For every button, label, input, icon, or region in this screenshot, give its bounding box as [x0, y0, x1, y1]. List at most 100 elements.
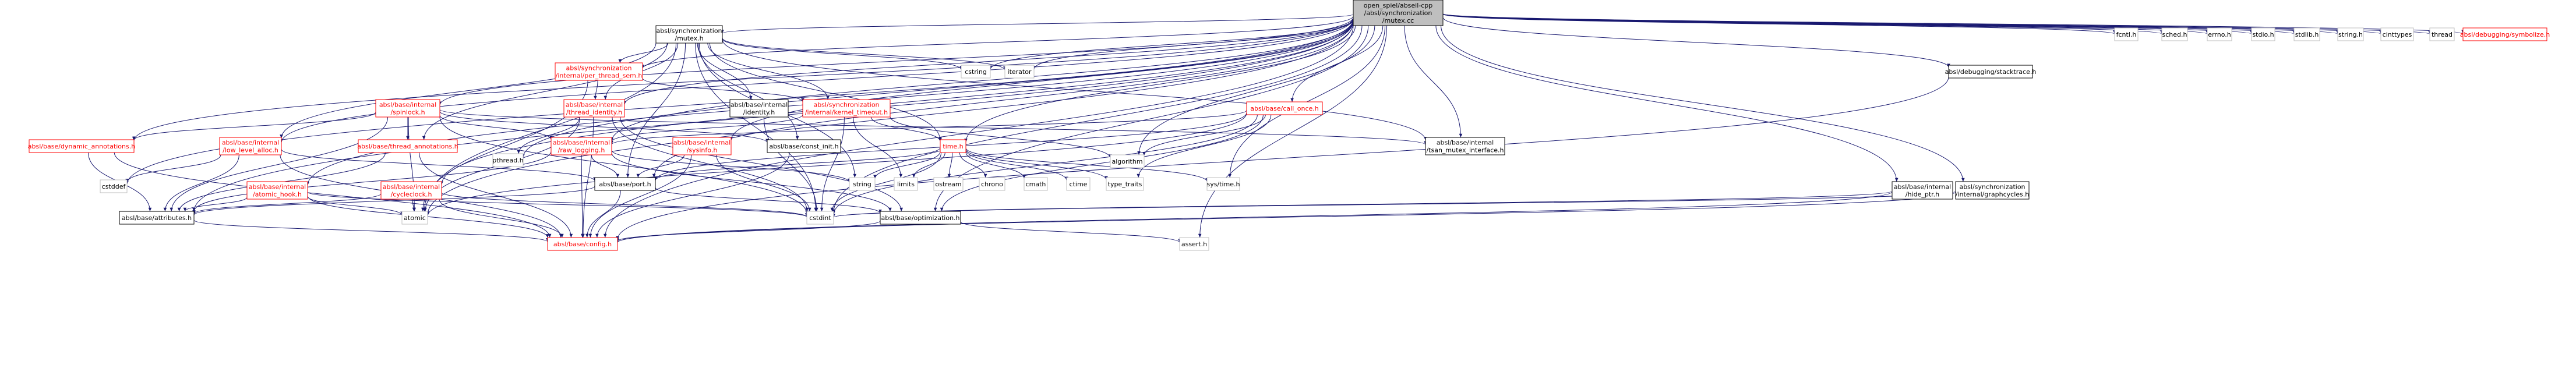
- edge-root-to-sysinfo: [729, 21, 1354, 141]
- node-cycleclock[interactable]: absl/base/internal/cycleclock.h: [380, 181, 442, 200]
- edge-thread_identity-to-cstdint: [612, 116, 809, 212]
- node-stacktrace[interactable]: absl/debugging/stacktrace.h: [1945, 65, 2037, 79]
- node-stdio[interactable]: stdio.h: [2251, 27, 2275, 41]
- edge-root-to-cstdint: [832, 25, 1363, 213]
- node-optimization[interactable]: absl/base/optimization.h: [880, 211, 961, 225]
- node-const_init[interactable]: absl/base/const_init.h: [767, 139, 841, 153]
- node-label-ostream: ostream: [935, 180, 961, 188]
- edge-root-to-optimization: [933, 25, 1369, 212]
- node-kernel_timeout[interactable]: absl/synchronization/internal/kernel_tim…: [802, 99, 891, 118]
- edge-time_h-to-ctime: [965, 150, 1068, 181]
- node-hide_ptr[interactable]: absl/base/internal/hide_ptr.h: [1892, 181, 1953, 200]
- node-type_traits[interactable]: type_traits: [1106, 177, 1144, 191]
- node-atomic[interactable]: atomic: [401, 211, 428, 225]
- edge-spinlock-to-attributes: [170, 116, 389, 212]
- node-label-thread_identity: absl/base/internal: [566, 101, 623, 109]
- node-label-cstddef: cstddef: [102, 183, 126, 190]
- node-label-cycleclock: /cycleclock.h: [391, 191, 432, 199]
- node-cinttypes[interactable]: cinttypes: [2380, 27, 2414, 41]
- node-thread[interactable]: thread: [2429, 27, 2455, 41]
- node-box-cstdint: [806, 211, 834, 225]
- node-cstdint[interactable]: cstdint: [806, 211, 834, 225]
- node-raw_logging[interactable]: absl/base/internal/raw_logging.h: [551, 137, 612, 155]
- node-string_h[interactable]: string.h: [2337, 27, 2364, 41]
- node-label-per_thread_sem: absl/synchronization: [566, 65, 631, 72]
- node-label-errno: errno.h: [2208, 31, 2231, 38]
- edge-time_h-to-ostream: [947, 152, 953, 178]
- node-box-atomic: [401, 211, 428, 225]
- node-call_once[interactable]: absl/base/call_once.h: [1246, 101, 1323, 115]
- node-box-stdio: [2251, 27, 2275, 41]
- edge-root-to-raw_logging: [610, 20, 1354, 141]
- node-box-chrono: [979, 177, 1005, 191]
- node-port_h[interactable]: absl/base/port.h: [594, 177, 656, 191]
- node-identity[interactable]: absl/base/internal/identity.h: [729, 99, 789, 118]
- node-atomic_hook[interactable]: absl/base/internal/atomic_hook.h: [246, 181, 308, 200]
- node-ostream[interactable]: ostream: [933, 177, 964, 191]
- node-label-stdio: stdio.h: [2252, 31, 2274, 38]
- node-chrono[interactable]: chrono: [979, 177, 1005, 191]
- node-limits[interactable]: limits: [894, 177, 918, 191]
- node-string[interactable]: string: [849, 177, 876, 191]
- edge-low_level_alloc-to-attributes: [163, 154, 239, 212]
- node-cstring[interactable]: cstring: [961, 65, 991, 79]
- node-label-spinlock: absl/base/internal: [379, 101, 436, 109]
- node-symbolize[interactable]: absl/debugging/symbolize.h: [2460, 27, 2550, 41]
- node-box-assert: [1179, 237, 1209, 251]
- edge-root-to-dynamic_annotations: [132, 17, 1354, 141]
- node-label-fcntl: fcntl.h: [2116, 31, 2137, 38]
- edge-root-to-low_level_alloc: [280, 17, 1354, 143]
- node-thread_identity[interactable]: absl/base/internal/thread_identity.h: [563, 99, 625, 118]
- node-graphcycles[interactable]: absl/synchronization/internal/graphcycle…: [1955, 181, 2030, 200]
- node-box-ctime: [1066, 177, 1091, 191]
- node-box-string: [849, 177, 876, 191]
- edge-identity-to-cstdint: [763, 116, 818, 212]
- edge-thread_annotations-to-config: [419, 152, 573, 238]
- node-label-ctime: ctime: [1070, 180, 1088, 188]
- node-sysinfo[interactable]: absl/base/internal/sysinfo.h: [672, 137, 732, 155]
- node-iterator[interactable]: iterator: [1004, 65, 1035, 79]
- edge-root-to-algorithm: [1137, 25, 1375, 155]
- node-pthread[interactable]: pthread.h: [492, 153, 524, 167]
- edge-mutex_h-to-per_thread_sem: [618, 43, 669, 63]
- node-label-string: string: [853, 180, 871, 188]
- node-assert[interactable]: assert.h: [1179, 237, 1209, 251]
- node-box-attributes: [119, 211, 195, 225]
- node-time_h[interactable]: time.h: [940, 139, 966, 153]
- node-cmath[interactable]: cmath: [1024, 177, 1048, 191]
- edge-root-to-thread: [1442, 13, 2432, 35]
- node-fcntl[interactable]: fcntl.h: [2114, 27, 2139, 41]
- node-label-cmath: cmath: [1026, 180, 1046, 188]
- edge-atomic_hook-to-cstdint: [307, 192, 809, 218]
- edge-root-to-thread_identity: [623, 18, 1354, 105]
- node-attributes[interactable]: absl/base/attributes.h: [119, 211, 195, 225]
- node-ctime[interactable]: ctime: [1066, 177, 1091, 191]
- node-sys_time[interactable]: sys/time.h: [1206, 177, 1240, 191]
- node-thread_annotations[interactable]: absl/base/thread_annotations.h: [357, 139, 458, 153]
- edge-call_once-to-cstdint: [832, 114, 1258, 215]
- edge-attributes-to-config: [193, 219, 549, 242]
- edge-mutex_h-to-port_h: [626, 43, 686, 178]
- node-box-iterator: [1004, 65, 1035, 79]
- node-sched[interactable]: sched.h: [2161, 27, 2188, 41]
- edge-time_h-to-port_h: [654, 147, 941, 181]
- node-dynamic_annotations[interactable]: absl/base/dynamic_annotations.h: [28, 139, 135, 153]
- edge-port_h-to-optimization: [655, 187, 882, 214]
- node-errno[interactable]: errno.h: [2207, 27, 2232, 41]
- node-box-hide_ptr: [1892, 181, 1953, 200]
- edge-mutex_h-to-cstdint: [695, 43, 817, 212]
- node-box-cstddef: [100, 179, 128, 193]
- node-low_level_alloc[interactable]: absl/base/internal/low_level_alloc.h: [219, 137, 282, 155]
- node-config[interactable]: absl/base/config.h: [547, 237, 618, 251]
- node-spinlock[interactable]: absl/base/internal/spinlock.h: [375, 99, 440, 118]
- edge-optimization-to-assert: [960, 221, 1181, 243]
- node-per_thread_sem[interactable]: absl/synchronization/internal/per_thread…: [555, 62, 643, 81]
- node-tsan_mutex[interactable]: absl/base/internal/tsan_mutex_interface.…: [1425, 137, 1505, 155]
- node-stdlib[interactable]: stdlib.h: [2293, 27, 2320, 41]
- node-label-mutex_h: /mutex.h: [675, 35, 703, 43]
- node-cstddef[interactable]: cstddef: [100, 179, 128, 193]
- node-algorithm[interactable]: algorithm: [1110, 154, 1145, 168]
- node-mutex_h[interactable]: absl/synchronization/mutex.h: [655, 25, 723, 44]
- node-label-raw_logging: /raw_logging.h: [558, 147, 605, 154]
